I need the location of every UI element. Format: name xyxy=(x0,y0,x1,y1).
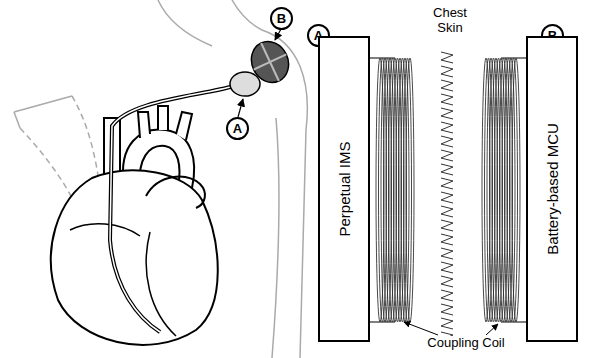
lead-wire xyxy=(110,86,234,332)
device-label: Perpetual IMS xyxy=(336,141,353,236)
callout-number: A xyxy=(233,122,242,135)
callout-letter: B xyxy=(270,7,293,30)
callout-letter: A xyxy=(226,117,249,140)
leader-line xyxy=(404,322,438,335)
implant-device xyxy=(230,72,260,96)
external-device xyxy=(245,35,295,88)
device-label: Battery-based MCU xyxy=(544,123,561,255)
leader-line xyxy=(486,324,498,335)
torso-outline xyxy=(14,0,307,358)
device-box: Battery-based MCU xyxy=(526,36,578,342)
coupling-coil xyxy=(482,58,520,322)
leader-line xyxy=(275,29,281,40)
coil-label: Coupling Coil xyxy=(414,336,518,351)
lead-wire-core xyxy=(110,86,234,332)
coupling-coil xyxy=(376,58,414,322)
device-box: Perpetual IMS xyxy=(318,36,370,342)
skin-label: Chest Skin xyxy=(420,6,480,36)
callout-number: B xyxy=(277,12,286,25)
chest-skin xyxy=(441,52,453,343)
leader-line xyxy=(238,99,243,117)
coil-wire xyxy=(370,58,526,322)
